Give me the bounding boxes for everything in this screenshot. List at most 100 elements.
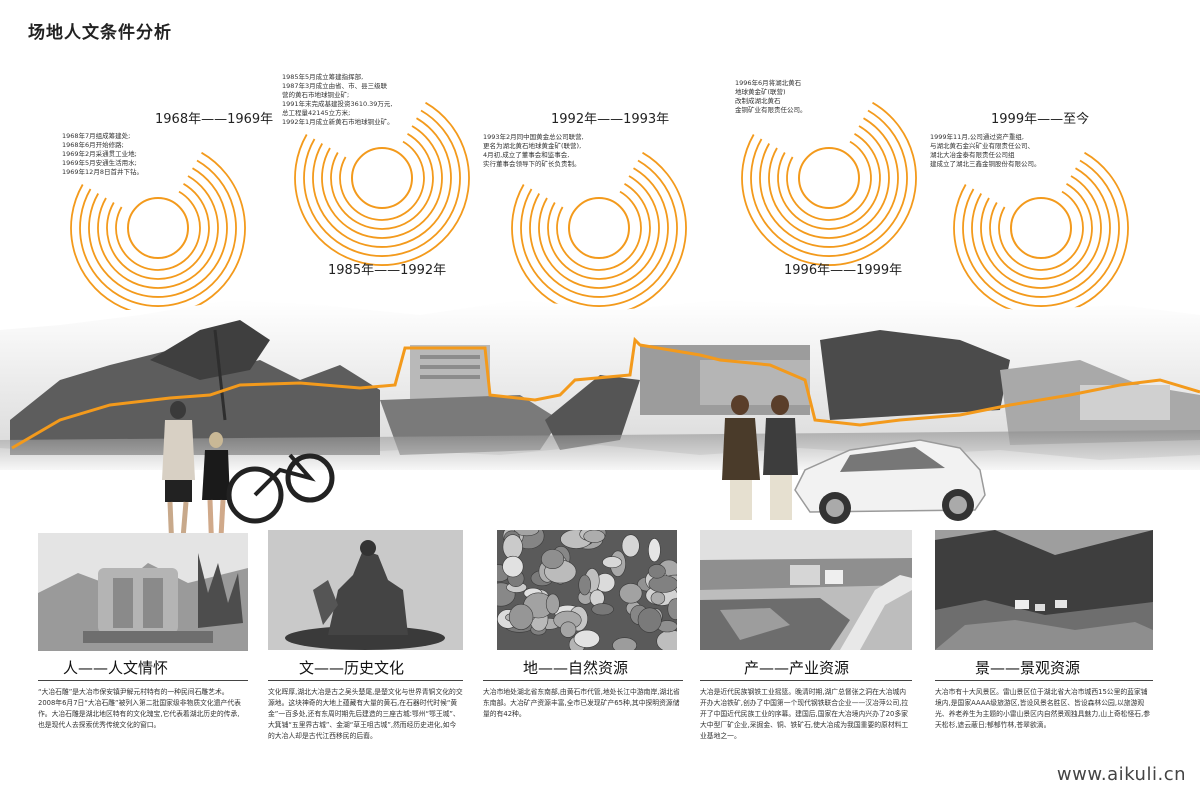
ore-rock [591, 603, 614, 616]
page-title: 场地人文条件分析 [28, 23, 172, 43]
period-label-1: 1968年——1969年 [155, 112, 274, 127]
timeline-arc [741, 101, 917, 266]
timeline-arc-group-4 [741, 101, 917, 266]
photo-stone-sculpture [38, 533, 248, 651]
timeline-arc-group-5 [953, 151, 1129, 310]
timeline-inner-circle [1010, 197, 1072, 259]
photo-industrial-aerial [700, 530, 912, 650]
period-label-5: 1999年——至今 [991, 112, 1090, 127]
timeline-arc [70, 151, 246, 310]
ore-rock [508, 603, 534, 630]
white-car-shape [794, 439, 986, 524]
period-label-3: 1992年——1993年 [551, 112, 670, 127]
ore-rock [648, 564, 666, 579]
category-title-people: 人——人文情怀 [63, 659, 169, 677]
ore-rock [612, 637, 637, 650]
ore-rock [650, 591, 666, 605]
timeline-arc [786, 140, 872, 221]
timeline-arc [312, 117, 452, 248]
timeline-arc [962, 159, 1120, 307]
timeline-arc [777, 133, 881, 230]
timeline-arc [953, 151, 1129, 310]
category-title-scenery: 景——景观资源 [975, 659, 1081, 677]
timeline-arc [529, 167, 669, 298]
ore-rock [648, 575, 677, 593]
timeline-arc [538, 175, 660, 289]
category-body-culture: 文化晖厚,湖北大冶是古之吴头楚尾,是楚文化与世界青铜文化的交源地。这块神奇的大地… [268, 688, 463, 740]
timeline-arc [556, 190, 642, 271]
category-body-scenery: 大冶市有十大风景区。雷山景区位于湖北省大冶市城西15公里的蓝家铺境内,是国家AA… [935, 688, 1151, 729]
timeline-inner-circle [568, 197, 630, 259]
category-body-industry: 大冶是近代民族钢铁工业摇篮。晚清时期,湖广总督张之洞在大冶城内开办大冶铁矿,创办… [700, 688, 909, 740]
timeline-inner-circle [127, 197, 189, 259]
site-watermark: www.aikuli.cn [1056, 764, 1186, 785]
ore-rock [502, 555, 524, 578]
photo-bronze-statue [268, 530, 463, 650]
ore-rock [514, 530, 540, 537]
period-text-5: 1999年11月,公司通过资产重组, 与湖北黄石金兴矿业有限责任公司、 湖北大冶… [930, 133, 1041, 168]
category-title-land: 地——自然资源 [523, 659, 629, 677]
period-text-1: 1968年7月组成筹建处; 1968年6月开始修路; 1969年2月采通贯工业地… [62, 132, 143, 176]
ore-rock [583, 530, 606, 543]
period-label-2: 1985年——1992年 [328, 263, 447, 278]
orange-route-line [11, 336, 1200, 450]
ore-rock [648, 538, 661, 563]
timeline-arc [115, 190, 201, 271]
ore-rock [560, 621, 577, 638]
timeline-arc-group-2 [294, 101, 470, 266]
category-body-people: “大冶石雕”是大冶市保安镇尹解元村特有的一种民间石雕艺术。2008年6月7日“大… [38, 688, 241, 729]
category-underline [268, 680, 463, 681]
ore-rock [573, 629, 600, 648]
two-men-figures [722, 395, 798, 520]
ore-rock [637, 607, 662, 633]
timeline-arc [97, 175, 219, 289]
ore-rock [619, 583, 643, 604]
photo-mountain-landscape [935, 530, 1153, 650]
category-underline [700, 680, 912, 681]
category-title-culture: 文——历史文化 [299, 659, 405, 677]
timeline-arc [88, 167, 228, 298]
timeline-arc [511, 151, 687, 310]
timeline-arc [998, 190, 1084, 271]
timeline-arc [768, 125, 890, 239]
timeline-arc-group-3 [511, 151, 687, 310]
bicycle-shape [226, 453, 335, 524]
period-text-2: 1985年5月成立筹建指挥部, 1987年3月成立由省、市、县三级联 营的黄石市… [282, 73, 394, 126]
timeline-arc [79, 159, 237, 307]
ore-rock [541, 549, 565, 570]
timeline-arc [759, 117, 899, 248]
timeline-arc [980, 175, 1102, 289]
category-underline [935, 680, 1153, 681]
timeline-inner-circle [351, 147, 413, 209]
timeline-arc [547, 183, 651, 280]
category-body-land: 大冶市地处湖北省东南部,由黄石市代管,地处长江中游南岸,湖北省东南部。大冶矿产资… [483, 688, 680, 718]
building-shape [410, 345, 490, 400]
timeline-arc [321, 125, 443, 239]
timeline-arcs [70, 101, 1129, 310]
photo-ore-rocks [497, 530, 677, 650]
timeline-arc [339, 140, 425, 221]
timeline-arc [750, 109, 908, 257]
period-text-3: 1993年2月同中国黄金总公司联营, 更名为湖北黄石地球黄金矿(联营), 4月初… [483, 133, 584, 168]
timeline-arc [971, 167, 1111, 298]
timeline-arc [303, 109, 461, 257]
period-label-4: 1996年——1999年 [784, 263, 903, 278]
category-title-industry: 产——产业资源 [744, 659, 850, 677]
category-underline [38, 680, 248, 681]
ore-rock [502, 534, 523, 560]
ore-rock [545, 593, 560, 615]
timeline-arc [106, 183, 210, 280]
ore-rock [578, 574, 591, 596]
ore-rock [621, 534, 640, 558]
timeline-arc-group-1 [70, 151, 246, 310]
period-text-4: 1996年6月将湖北黄石 地球黄金矿(联营) 改制成湖北黄石 金铜矿业有限责任公… [735, 79, 807, 114]
timeline-arc [520, 159, 678, 307]
timeline-arc [294, 101, 470, 266]
panorama-collage [0, 300, 1200, 556]
timeline-arc [989, 183, 1093, 280]
ore-rock [602, 556, 623, 569]
ore-rock [667, 598, 677, 620]
timeline-arc [330, 133, 434, 230]
category-underline [483, 680, 683, 681]
timeline-inner-circle [798, 147, 860, 209]
